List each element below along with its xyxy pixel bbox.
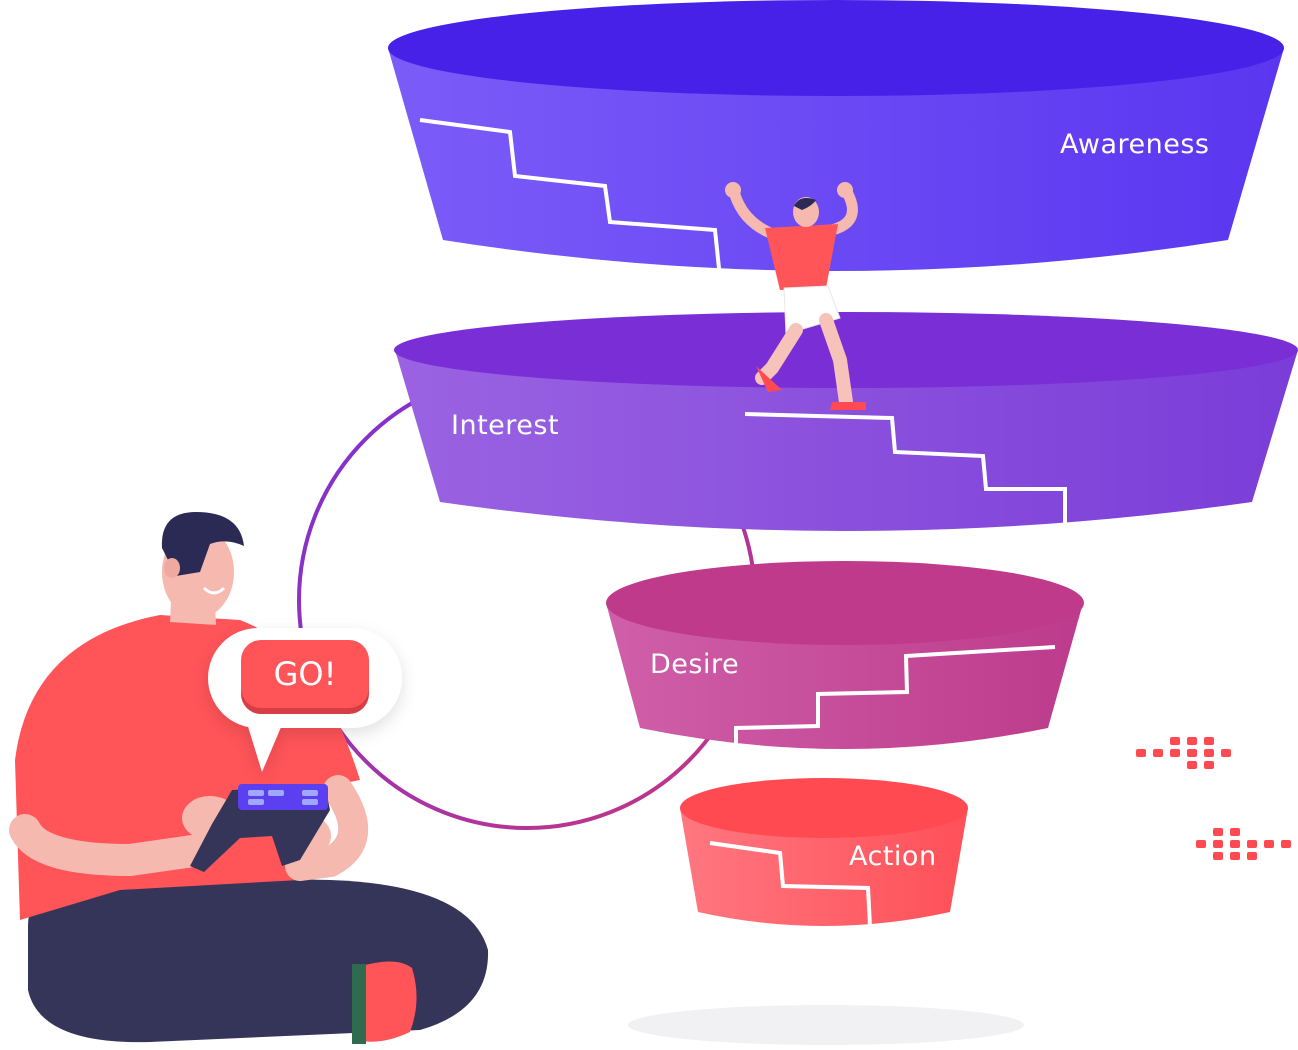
dot [1230,828,1240,836]
dot [1170,737,1180,745]
staircase-icon [419,118,722,279]
dot [1187,761,1197,769]
dot [1247,852,1257,860]
sitting-person [9,512,489,1044]
dot-arrow-upper [1136,737,1231,769]
dot [1187,737,1197,745]
ground-shadow [628,1005,1024,1045]
staircase-icon [709,841,872,927]
dot [1213,828,1223,836]
dot [1196,840,1206,848]
dot [1187,749,1197,757]
stage-desire: Desire [606,561,1084,750]
dot [1153,749,1163,757]
staircase-icon [744,412,1067,527]
dot [1281,840,1291,848]
dot-arrow-lower [1196,828,1291,860]
stage-label-desire: Desire [650,649,739,680]
stage-awareness: Awareness [388,0,1284,279]
dot [1230,852,1240,860]
go-button[interactable]: GO! [241,640,369,714]
staircase-icon [734,645,1056,750]
stage-action: Action [680,778,968,927]
dot [1204,761,1214,769]
dot [1213,852,1223,860]
stage-label-awareness: Awareness [1060,129,1209,160]
climbing-person [725,182,866,410]
game-controller-icon [190,784,330,872]
stage-interest: Interest [394,312,1298,531]
dot [1170,749,1180,757]
stage-label-interest: Interest [451,410,559,441]
dot [1247,840,1257,848]
go-button-label: GO! [274,655,337,693]
dot [1204,737,1214,745]
stage-label-action: Action [849,841,937,872]
dot [1230,840,1240,848]
dot [1136,749,1146,757]
dot [1213,840,1223,848]
dot [1264,840,1274,848]
dot [1204,749,1214,757]
dot [1221,749,1231,757]
